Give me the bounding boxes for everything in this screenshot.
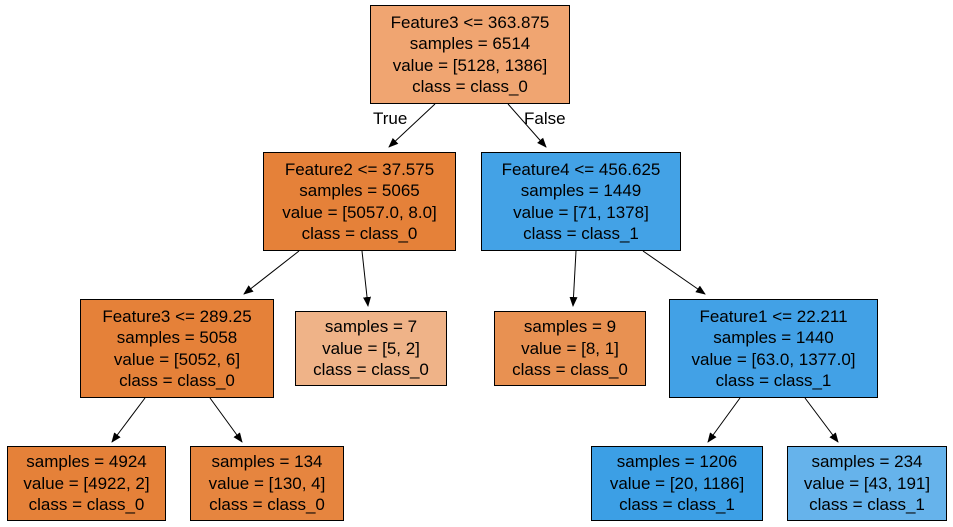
edge-root-to-n1 [388,103,436,148]
edge-n6-to-n9 [707,397,741,443]
node-split-label: Feature4 <= 456.625 [501,159,661,179]
node-value-label: value = [4922, 2] [23,473,150,493]
tree-leaf-node: samples = 134 value = [130, 4] class = c… [190,446,344,521]
edge-n1-to-n3 [243,250,300,295]
edge-n2-to-n6 [642,250,706,295]
tree-node-feature2-split: Feature2 <= 37.575 samples = 5065 value … [263,152,456,251]
node-value-label: value = [130, 4] [208,473,326,493]
node-value-label: value = [5128, 1386] [392,55,548,75]
tree-node-feature3-split: Feature3 <= 289.25 samples = 5058 value … [80,299,274,398]
node-class-label: class = class_0 [412,77,528,96]
edge-label-false: False [524,109,566,128]
node-value-label: value = [63.0, 1377.0] [691,349,856,369]
node-class-label: class = class_0 [512,360,628,380]
edge-n3-to-n8 [209,397,243,443]
node-class-label: class = class_0 [209,495,325,515]
node-samples-label: samples = 7 [324,317,418,337]
node-samples-label: samples = 1449 [520,181,642,200]
edge-n2-to-n5 [569,250,578,307]
edge-n3-to-n7 [111,397,146,443]
node-split-label: Feature3 <= 363.875 [390,12,550,32]
node-samples-label: samples = 234 [811,452,923,472]
node-samples-label: samples = 1440 [713,328,834,347]
tree-node-feature1-split: Feature1 <= 22.211 samples = 1440 value … [669,299,878,398]
edge-n6-to-n10 [804,397,839,443]
node-value-label: value = [5, 2] [322,338,420,358]
edge-root-to-n2 [507,103,547,148]
node-value-label: value = [43, 191] [803,473,931,493]
node-samples-label: samples = 5058 [116,328,238,347]
node-samples-label: samples = 134 [211,452,323,472]
tree-leaf-node: samples = 9 value = [8, 1] class = class… [494,311,646,386]
node-value-label: value = [20, 1186] [609,473,745,493]
node-value-label: value = [5057.0, 8.0] [282,202,437,222]
node-class-label: class = class_1 [619,495,735,515]
node-samples-label: samples = 6514 [409,34,531,53]
node-class-label: class = class_0 [301,224,418,243]
node-split-label: Feature3 <= 289.25 [102,306,252,326]
tree-leaf-node: samples = 234 value = [43, 191] class = … [787,446,947,521]
node-samples-label: samples = 5065 [299,181,420,200]
node-value-label: value = [71, 1378] [513,202,649,222]
tree-node-feature4-split: Feature4 <= 456.625 samples = 1449 value… [481,152,681,251]
node-value-label: value = [8, 1] [521,338,619,358]
edge-n1-to-n4 [361,250,372,307]
node-value-label: value = [5052, 6] [113,349,241,369]
tree-node-root: Feature3 <= 363.875 samples = 6514 value… [370,5,570,104]
node-class-label: class = class_1 [523,224,639,243]
node-class-label: class = class_1 [809,495,925,515]
node-samples-label: samples = 4924 [26,452,147,472]
node-split-label: Feature2 <= 37.575 [284,159,435,179]
tree-leaf-node: samples = 7 value = [5, 2] class = class… [295,311,447,386]
node-split-label: Feature1 <= 22.211 [699,306,848,326]
node-samples-label: samples = 1206 [616,452,738,472]
node-class-label: class = class_0 [119,371,235,390]
node-class-label: class = class_0 [28,495,145,515]
node-class-label: class = class_0 [313,360,429,380]
edge-label-true: True [373,109,408,128]
node-samples-label: samples = 9 [523,317,617,337]
tree-leaf-node: samples = 1206 value = [20, 1186] class … [591,446,763,521]
tree-leaf-node: samples = 4924 value = [4922, 2] class =… [7,446,166,521]
node-class-label: class = class_1 [715,371,832,390]
